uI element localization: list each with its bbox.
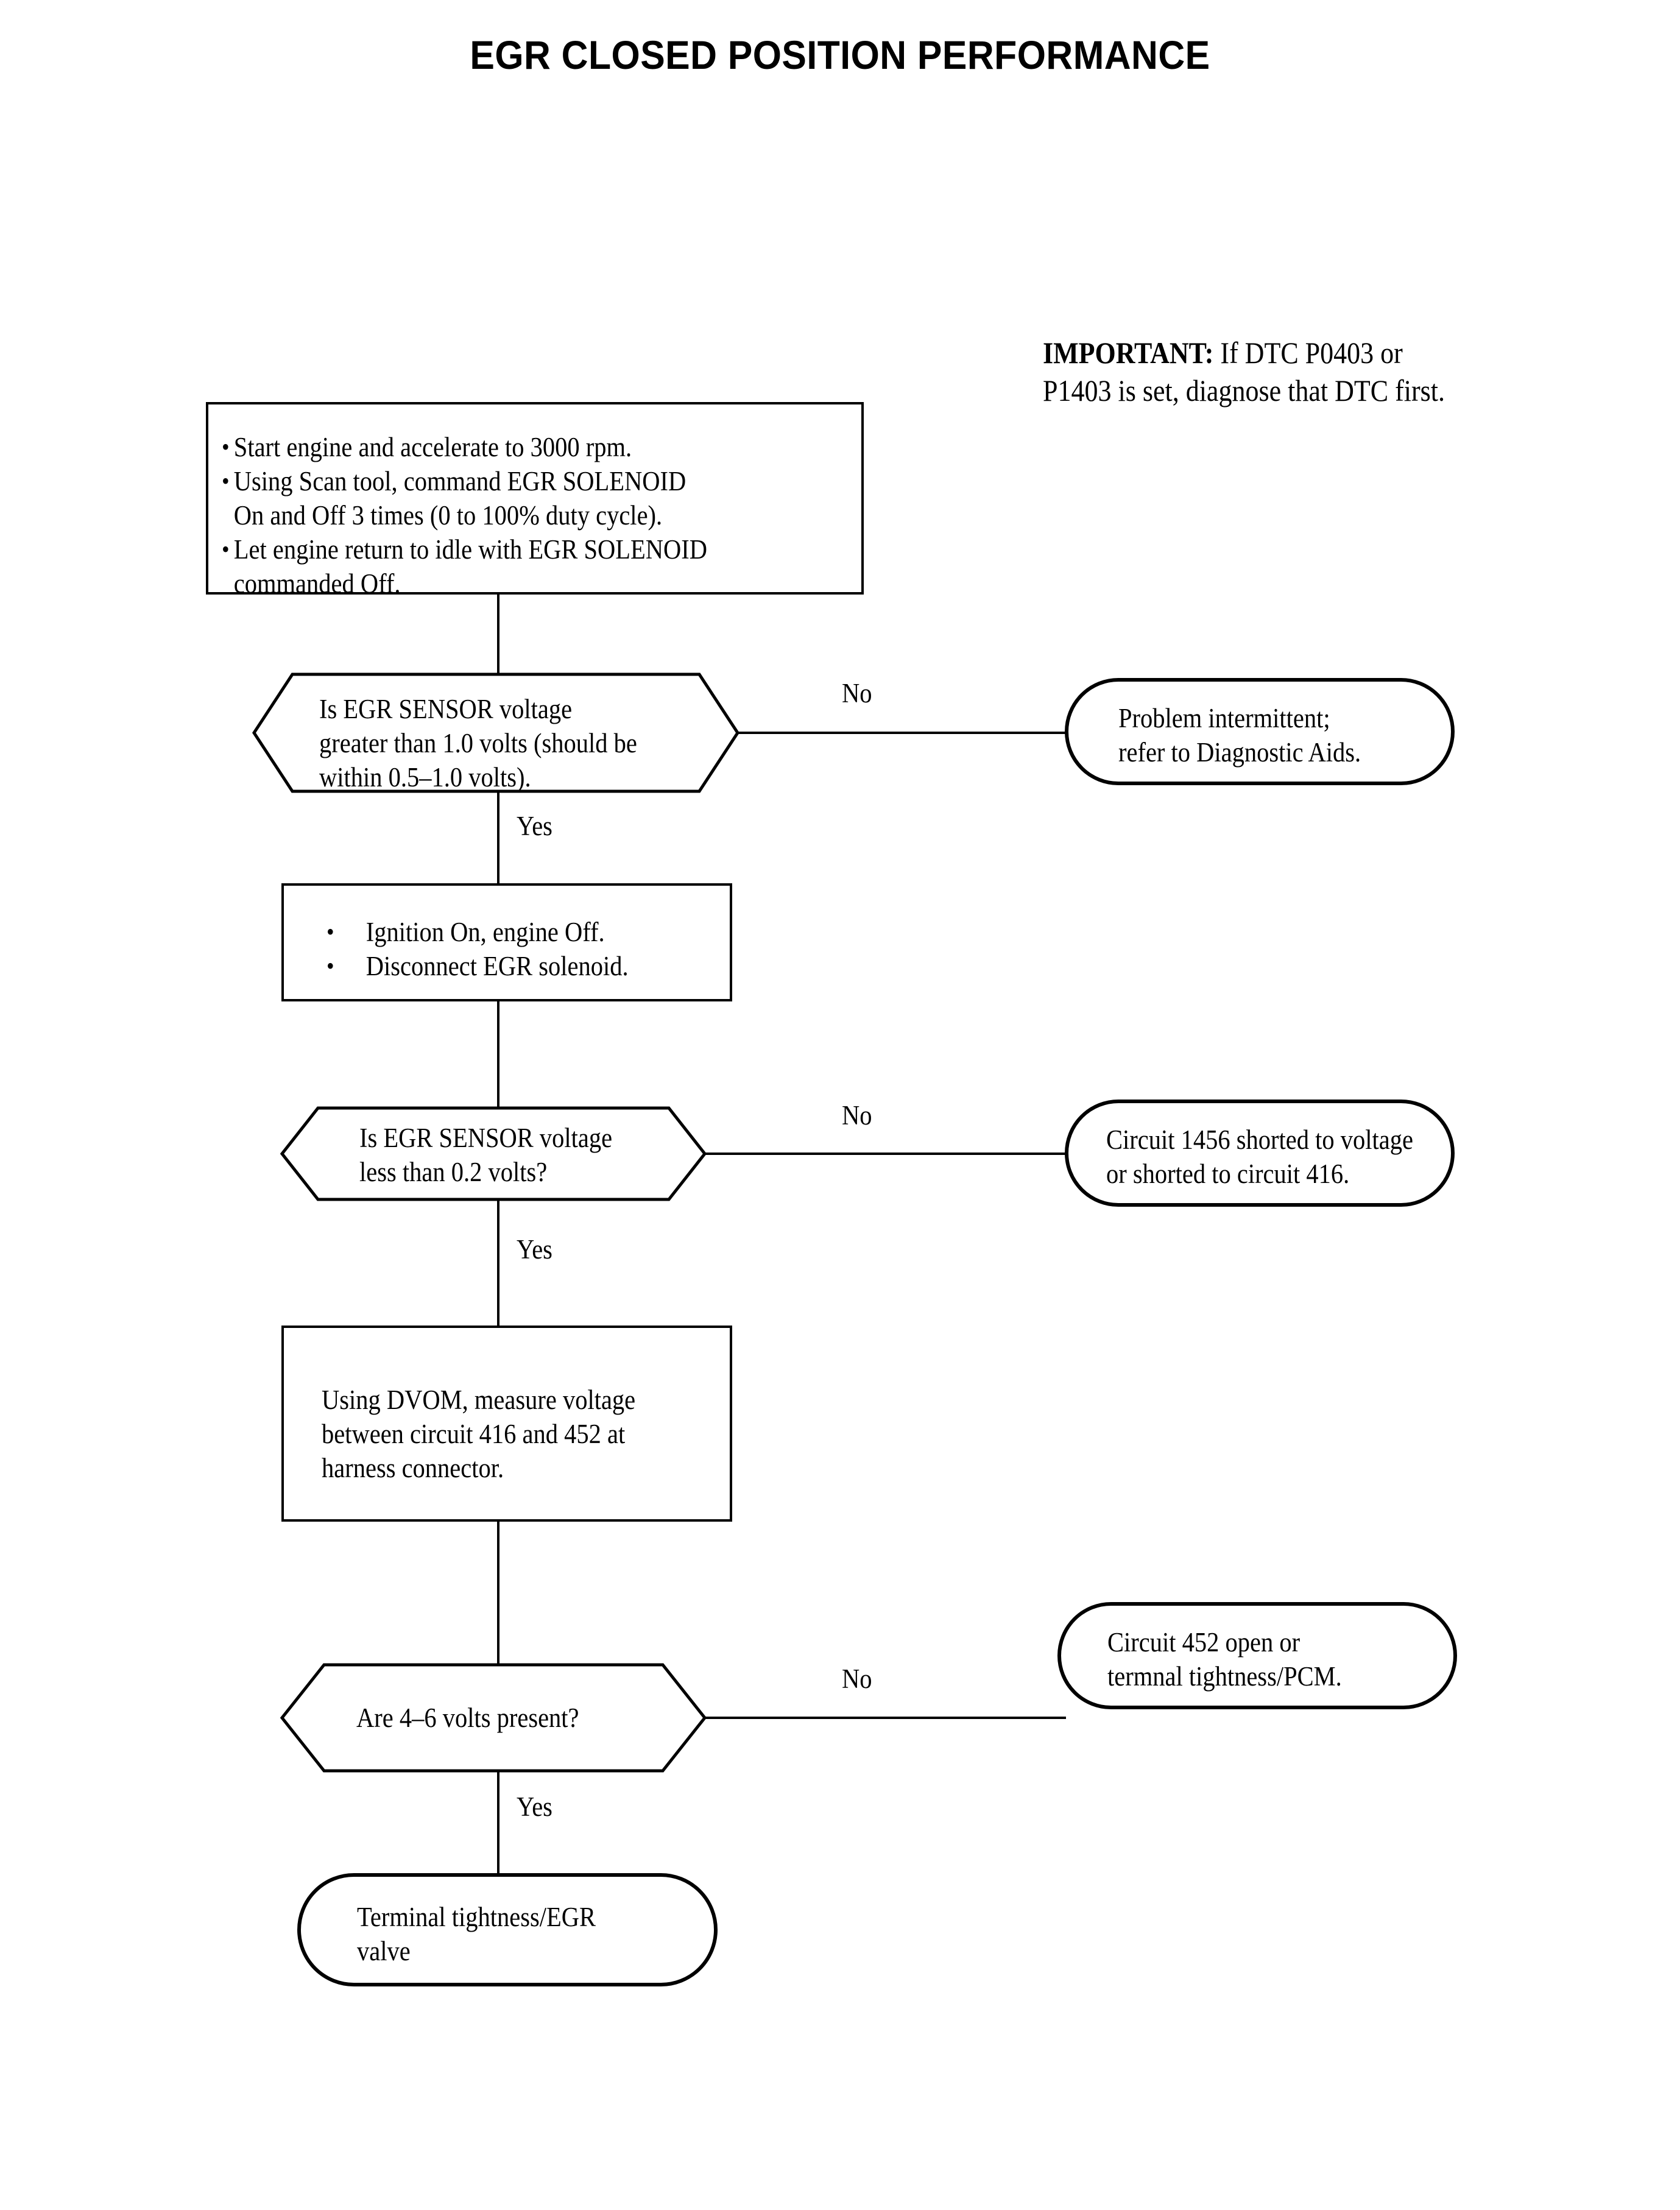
- hexagon-shape: [252, 673, 739, 793]
- bullet-icon: •: [326, 952, 334, 980]
- node-decision1[interactable]: Is EGR SENSOR voltage greater than 1.0 v…: [252, 673, 739, 793]
- decision3-label: Are 4–6 volts present?: [356, 1703, 579, 1733]
- step2-bullet-2: Disconnect EGR solenoid.: [365, 951, 629, 981]
- connector-step3-decision3: [497, 1522, 499, 1664]
- connector-decision3-result3: [705, 1717, 1066, 1719]
- important-note: IMPORTANT: If DTC P0403 or P1403 is set,…: [1043, 334, 1461, 409]
- bullet-icon: •: [326, 918, 334, 945]
- node-result4[interactable]: Terminal tightness/EGR valve: [297, 1873, 718, 1986]
- important-note-lead: IMPORTANT:: [1043, 336, 1214, 370]
- node-result2[interactable]: Circuit 1456 shorted to voltage or short…: [1065, 1100, 1455, 1207]
- bullet-icon: •: [222, 535, 230, 563]
- result4-label: Terminal tightness/EGR valve: [357, 1902, 596, 1966]
- edge-label-no-3: No: [842, 1664, 872, 1694]
- result3-label: Circuit 452 open or termnal tightness/PC…: [1107, 1627, 1342, 1692]
- connector-decision2-result2: [705, 1153, 1066, 1155]
- hexagon-shape: [280, 1106, 707, 1201]
- step3-label: Using DVOM, measure voltage between circ…: [322, 1385, 636, 1483]
- important-note-body: If DTC P0403 or P1403 is set, diagnose t…: [1043, 336, 1445, 408]
- bullet-icon: •: [222, 467, 230, 495]
- bullet-icon: •: [222, 433, 230, 461]
- connector-step1-decision1: [497, 595, 499, 674]
- connector-decision2-step3: [497, 1200, 499, 1327]
- result1-label: Problem intermittent; refer to Diagnosti…: [1118, 703, 1361, 768]
- edge-label-yes-3: Yes: [517, 1792, 552, 1822]
- node-result1[interactable]: Problem intermittent; refer to Diagnosti…: [1065, 678, 1455, 785]
- step1-bullet-1: Start engine and accelerate to 3000 rpm.: [233, 432, 632, 462]
- edge-label-yes-1: Yes: [517, 811, 552, 841]
- connector-step2-decision2: [497, 1001, 499, 1107]
- result2-label: Circuit 1456 shorted to voltage or short…: [1106, 1124, 1413, 1189]
- decision2-label: Is EGR SENSOR voltage less than 0.2 volt…: [359, 1123, 613, 1187]
- edge-label-no-1: No: [842, 678, 872, 708]
- connector-decision3-result4: [497, 1771, 499, 1893]
- list-item: • Disconnect EGR solenoid.: [326, 949, 754, 983]
- decision1-label: Is EGR SENSOR voltage greater than 1.0 v…: [319, 694, 637, 793]
- step1-bullet-2: Using Scan tool, command EGR SOLENOID On…: [233, 466, 686, 531]
- connector-decision1-result1: [737, 732, 1066, 734]
- node-step2[interactable]: • Ignition On, engine Off. • Disconnect …: [281, 883, 732, 1001]
- node-step3[interactable]: Using DVOM, measure voltage between circ…: [281, 1326, 732, 1522]
- page-title: EGR CLOSED POSITION PERFORMANCE: [470, 32, 1210, 77]
- node-result3[interactable]: Circuit 452 open or termnal tightness/PC…: [1057, 1602, 1457, 1709]
- node-decision3[interactable]: Are 4–6 volts present?: [280, 1663, 707, 1773]
- edge-label-no-2: No: [842, 1100, 872, 1131]
- list-item: • Let engine return to idle with EGR SOL…: [222, 532, 863, 601]
- edge-label-yes-2: Yes: [517, 1234, 552, 1265]
- connector-decision1-step2: [497, 792, 499, 884]
- step1-bullet-3: Let engine return to idle with EGR SOLEN…: [233, 534, 708, 599]
- step2-bullet-1: Ignition On, engine Off.: [365, 917, 605, 947]
- list-item: • Start engine and accelerate to 3000 rp…: [222, 430, 863, 464]
- list-item: • Ignition On, engine Off.: [326, 915, 754, 949]
- hexagon-shape: [280, 1663, 707, 1773]
- node-step1[interactable]: • Start engine and accelerate to 3000 rp…: [206, 402, 864, 599]
- node-decision2[interactable]: Is EGR SENSOR voltage less than 0.2 volt…: [280, 1106, 707, 1201]
- list-item: • Using Scan tool, command EGR SOLENOID …: [222, 464, 863, 532]
